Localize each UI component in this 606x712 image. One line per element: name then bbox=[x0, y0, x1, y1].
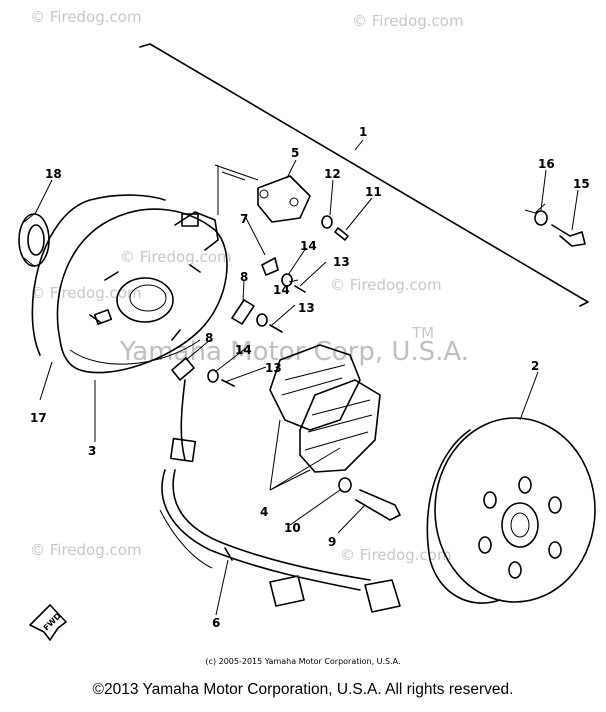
callout-5: 5 bbox=[291, 146, 299, 160]
bracket-8-top bbox=[231, 299, 255, 325]
callout-3: 3 bbox=[88, 444, 96, 458]
stator-base-plate bbox=[56, 208, 228, 374]
callout-16: 16 bbox=[538, 157, 555, 171]
watermark-top-right: © Firedog.com bbox=[352, 12, 464, 30]
callout-17: 17 bbox=[30, 411, 47, 425]
watermark-center-brand: Yamaha Motor Corp, U.S.A. bbox=[119, 337, 469, 367]
washer-14-bottom bbox=[207, 369, 219, 383]
bracket-8-bottom bbox=[171, 357, 195, 381]
bolt-9 bbox=[355, 489, 401, 521]
callout-14-bottom: 14 bbox=[235, 343, 252, 357]
callout-14-top: 14 bbox=[300, 239, 317, 253]
callout-1: 1 bbox=[359, 125, 367, 139]
callout-7: 7 bbox=[240, 212, 248, 226]
washer-14-top bbox=[281, 273, 293, 287]
callout-18: 18 bbox=[45, 167, 62, 181]
watermark-bottom-left: © Firedog.com bbox=[30, 541, 142, 559]
screw-13-bottom bbox=[221, 379, 235, 387]
washer-14-mid bbox=[256, 313, 268, 327]
callout-13-mid: 13 bbox=[298, 301, 315, 315]
callout-6: 6 bbox=[212, 616, 220, 630]
watermark-top-left: © Firedog.com bbox=[30, 8, 142, 26]
callout-13-bottom: 13 bbox=[265, 361, 282, 375]
screw-13-mid bbox=[269, 324, 283, 333]
callout-14-mid: 14 bbox=[273, 283, 290, 297]
fwd-label: FWD bbox=[42, 611, 63, 632]
callout-13-top: 13 bbox=[333, 255, 350, 269]
watermark-mid-left: © Firedog.com bbox=[30, 284, 142, 302]
screw-11 bbox=[334, 227, 349, 241]
watermark-trademark: TM bbox=[411, 324, 434, 342]
callout-10: 10 bbox=[284, 521, 301, 535]
pickup-wire bbox=[214, 164, 259, 215]
callout-15: 15 bbox=[573, 177, 590, 191]
wire-harness bbox=[159, 379, 401, 613]
oil-seal bbox=[18, 213, 50, 267]
washer-10 bbox=[338, 477, 352, 493]
bolt-15 bbox=[551, 224, 586, 247]
washer-12 bbox=[321, 215, 333, 229]
fwd-arrow-icon: FWD bbox=[29, 604, 67, 641]
charge-coils bbox=[269, 344, 381, 473]
flywheel-rotor bbox=[426, 417, 596, 604]
callout-9: 9 bbox=[328, 535, 336, 549]
pickup-coil bbox=[257, 175, 311, 223]
callout-11: 11 bbox=[365, 185, 382, 199]
callout-8-bottom: 8 bbox=[205, 331, 213, 345]
clip-7 bbox=[261, 257, 279, 276]
watermark-part-stamp: © Firedog.com bbox=[120, 248, 232, 266]
callout-4: 4 bbox=[260, 505, 268, 519]
watermark-mid-right: © Firedog.com bbox=[330, 276, 442, 294]
callout-8-top: 8 bbox=[240, 270, 248, 284]
gasket-ring bbox=[31, 194, 166, 356]
callout-12: 12 bbox=[324, 167, 341, 181]
footer-copyright-main: ©2013 Yamaha Motor Corporation, U.S.A. A… bbox=[92, 681, 514, 698]
callout-2: 2 bbox=[531, 359, 539, 373]
assembly-bracket-line bbox=[139, 43, 589, 307]
watermark-bottom-right: © Firedog.com bbox=[340, 546, 452, 564]
footer-copyright-small: (c) 2005-2015 Yamaha Motor Corporation, … bbox=[205, 657, 401, 666]
washer-16 bbox=[534, 210, 548, 226]
screw-13-top bbox=[294, 285, 306, 293]
